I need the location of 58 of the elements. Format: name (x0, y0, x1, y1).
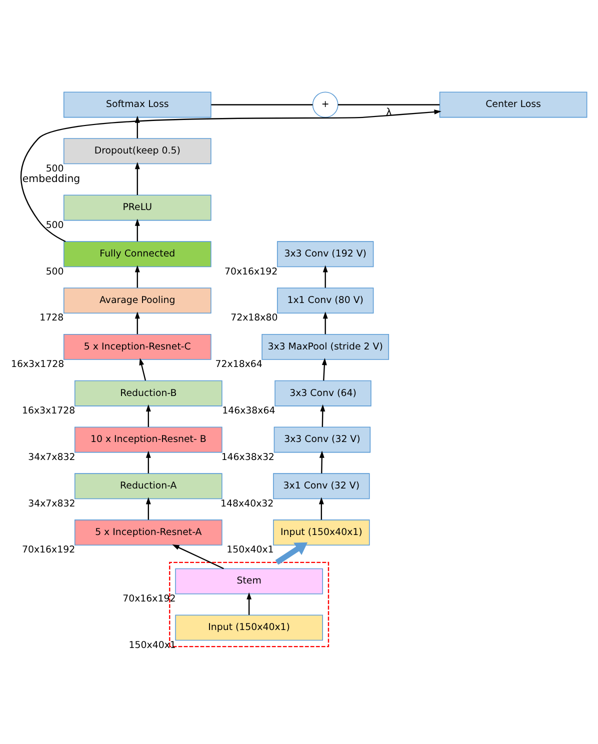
node-box: 5 x Inception-Resnet-C (63, 333, 212, 360)
node-label: 146x38x32 (221, 451, 274, 462)
edge-label: embedding (22, 174, 80, 185)
node-label: 16x3x1728 (22, 404, 76, 416)
node-box: Reduction-A (74, 472, 222, 499)
arrow (134, 162, 140, 195)
connector (211, 104, 313, 105)
node-label: 1728 (40, 312, 64, 324)
node-label: 500 (46, 162, 64, 174)
node-label: 70x16x192 (122, 592, 176, 604)
node-label: 150x40x1 (226, 544, 274, 556)
node-box: Fully Connected (63, 240, 212, 267)
connector (338, 104, 440, 105)
node-box: Input (150x40x1) (175, 614, 323, 640)
node-label: 500 (46, 266, 64, 277)
node-box: PReLU (63, 194, 212, 220)
node-label: 148x40x32 (220, 498, 274, 509)
arrow (139, 358, 146, 380)
node-label: 146x38x64 (222, 404, 276, 416)
node-box: 3x1 Conv (32 V) (273, 472, 370, 499)
arrow (172, 544, 224, 569)
arrow (246, 592, 252, 614)
arrow (319, 450, 324, 473)
node-label: 16x3x1728 (10, 358, 64, 370)
node-box: Center Loss (439, 91, 588, 118)
node-box: Input (150x40x1) (273, 519, 370, 545)
arrow (146, 496, 151, 520)
node-box: 3x3 Conv (64) (274, 380, 372, 406)
arrow (320, 404, 326, 426)
node-box: 5 x Inception-Resnet-A (74, 519, 222, 545)
node-box: Dropout(keep 0.5) (63, 138, 212, 164)
node-label: 72x18x80 (230, 312, 278, 324)
arrow (322, 264, 328, 288)
node-label: 70x16x192 (224, 266, 278, 277)
arrow (146, 450, 151, 473)
node-label: 70x16x192 (22, 544, 76, 556)
node-box: 1x1 Conv (80 V) (276, 287, 374, 314)
arrow (318, 496, 324, 520)
arrow (322, 311, 328, 334)
arrow (146, 404, 151, 426)
arrow (20, 108, 442, 242)
node-box: Avarage Pooling (63, 287, 212, 314)
node-box: Softmax Loss (63, 91, 212, 118)
arrow (134, 218, 140, 241)
node-label: 34x7x832 (28, 451, 76, 462)
node-box: 3x3 Conv (32 V) (274, 426, 371, 452)
node-box: 3x3 Conv (192 V) (276, 240, 374, 267)
node-label: 72x18x64 (215, 358, 262, 370)
node-label: 34x7x832 (28, 498, 76, 509)
node-box: Reduction-B (74, 380, 222, 406)
node-label: 500 (46, 219, 64, 230)
node-box: Stem (175, 568, 323, 594)
node-box: 3x3 MaxPool (stride 2 V) (262, 333, 390, 360)
node-box: 10 x Inception-Resnet- B (74, 426, 222, 452)
arrow (134, 264, 140, 288)
arrow (134, 311, 140, 334)
node-circle: + (312, 91, 338, 118)
arrow (322, 358, 327, 380)
